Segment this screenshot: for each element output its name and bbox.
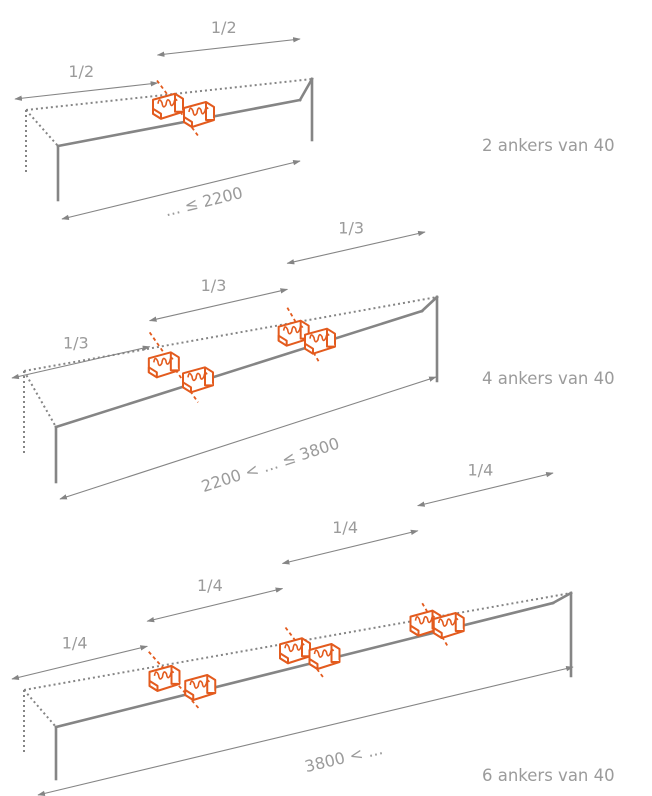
anchor-icon [304,327,336,355]
length-label: ... ≤ 2200 [163,183,245,220]
diagram-3: 1/4 1/4 1/4 1/4 3800 < ... 6 ankers van 40 [11,460,615,796]
fraction-dimension-arrow-3 [281,529,419,565]
anchor-icon [308,643,341,670]
anchor-icon [182,366,214,394]
length-label: 3800 < ... [303,739,385,776]
length-dimension-arrow [59,376,437,500]
fraction-dimension-arrow-1 [14,81,159,101]
anchor-pair-1 [152,79,215,138]
beam-left-top-edge [23,689,57,728]
length-dimension-arrow [61,160,301,220]
beam-right-top-edge [420,295,439,313]
anchor-icon [183,101,215,128]
anchor-count-caption: 2 ankers van 40 [482,136,615,155]
beam-right-top-edge [298,77,314,102]
cut-line [148,331,199,403]
fraction-label-1: 1/3 [63,333,89,352]
anchor-icon [147,351,180,379]
beam-front-edge [54,601,555,729]
fraction-label-1: 1/4 [62,634,88,653]
fraction-label-3: 1/3 [338,219,364,238]
length-dimension-arrow [37,665,574,796]
anchor-icon [148,664,181,692]
fraction-label-4: 1/4 [468,460,494,479]
cut-line [286,307,321,365]
beam-front-edge [56,98,302,148]
fraction-dimension-arrow-1 [11,645,148,680]
anchor-count-caption: 6 ankers van 40 [482,766,615,785]
beam-left-top-edge [25,109,59,147]
fraction-label-1: 1/2 [68,62,94,81]
anchor-pair-3 [409,602,465,649]
anchor-icon [184,674,217,701]
diagram-1: 1/2 1/2 ... ≤ 2200 2 ankers van 40 [14,18,615,220]
length-label: 2200 < ... ≤ 3800 [199,434,342,496]
fraction-label-3: 1/4 [332,518,358,537]
beam-left-top-edge [23,370,57,428]
fraction-dimension-arrow-1 [11,345,151,380]
anchor-icon [279,637,311,665]
anchor-count-caption: 4 ankers van 40 [482,369,615,388]
fraction-dimension-arrow-2 [156,37,301,57]
fraction-dimension-arrow-2 [148,288,289,322]
fraction-label-2: 1/2 [211,18,237,37]
fraction-label-2: 1/4 [197,576,223,595]
fraction-dimension-arrow-2 [146,587,284,623]
anchor-pair-2 [277,307,336,365]
beam-front-edge [54,309,424,429]
anchor-pair-1 [147,331,214,403]
anchor-icon [432,612,465,639]
fraction-dimension-arrow-3 [286,230,426,265]
fraction-label-2: 1/3 [201,276,227,295]
beam-right-top-edge [551,591,573,605]
diagram-2: 1/3 1/3 1/3 2200 < ... ≤ 3800 4 ankers van 4… [11,219,615,500]
anchor-icon [152,92,184,120]
fraction-dimension-arrow-4 [417,472,554,507]
